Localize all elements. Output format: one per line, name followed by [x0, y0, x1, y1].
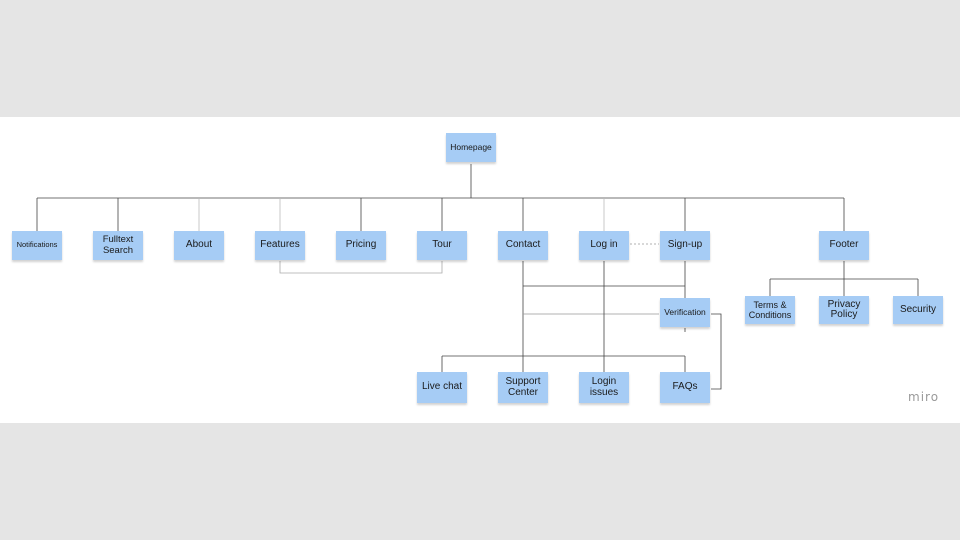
whiteboard-canvas[interactable]: [0, 117, 960, 423]
verification-node[interactable]: Verification: [660, 298, 710, 327]
connector-verification-faqs: [711, 313, 722, 390]
tour-node[interactable]: Tour: [417, 231, 467, 260]
fulltext-search-node[interactable]: Fulltext Search: [93, 231, 143, 260]
sign-up-node[interactable]: Sign-up: [660, 231, 710, 260]
about-node[interactable]: About: [174, 231, 224, 260]
log-in-node[interactable]: Log in: [579, 231, 629, 260]
security-node[interactable]: Security: [893, 296, 943, 324]
faqs-node[interactable]: FAQs: [660, 372, 710, 403]
connector-features-tour: [279, 261, 443, 274]
contact-node[interactable]: Contact: [498, 231, 548, 260]
homepage-node[interactable]: Homepage: [446, 133, 496, 162]
features-node[interactable]: Features: [255, 231, 305, 260]
miro-watermark: miro: [908, 390, 940, 404]
live-chat-node[interactable]: Live chat: [417, 372, 467, 403]
footer-node[interactable]: Footer: [819, 231, 869, 260]
connector-lines: [36, 164, 919, 390]
terms-conditions-node[interactable]: Terms & Conditions: [745, 296, 795, 324]
support-center-node[interactable]: Support Center: [498, 372, 548, 403]
pricing-node[interactable]: Pricing: [336, 231, 386, 260]
privacy-policy-node[interactable]: Privacy Policy: [819, 296, 869, 324]
notifications-node[interactable]: Notifications: [12, 231, 62, 260]
login-issues-node[interactable]: Login issues: [579, 372, 629, 403]
